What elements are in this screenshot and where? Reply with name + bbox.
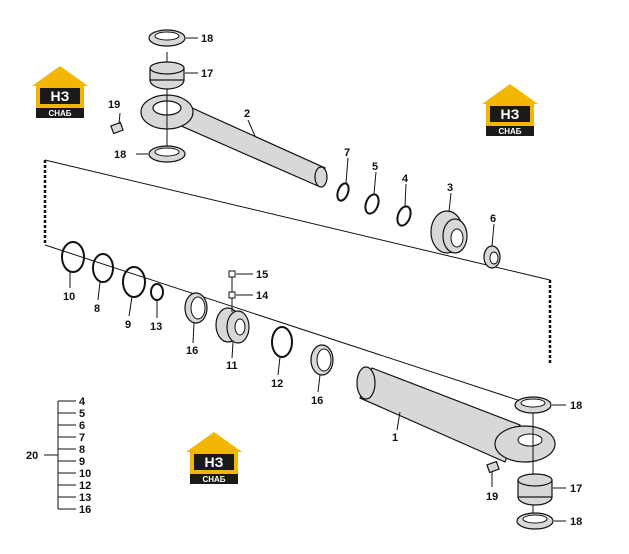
- kit-item: 4: [79, 396, 86, 408]
- seal-bottom-upper: [514, 396, 552, 414]
- callout-18-mid: 18: [114, 149, 126, 161]
- part-16-upper: [184, 292, 208, 324]
- kit-item: 16: [79, 504, 91, 516]
- callout-18-top: 18: [201, 33, 213, 45]
- callout-17-top: 17: [201, 68, 213, 80]
- bushing-bottom: [517, 473, 553, 506]
- callout-11: 11: [226, 360, 238, 372]
- callout-15: 15: [256, 269, 268, 281]
- callout-1: 1: [392, 432, 398, 444]
- svg-text:СНАБ: СНАБ: [202, 475, 225, 484]
- part-13: [150, 283, 164, 301]
- part-16-lower: [310, 344, 334, 376]
- callout-17-bottom: 17: [570, 483, 582, 495]
- assembly-frame: [43, 159, 552, 411]
- callout-6: 6: [490, 213, 496, 225]
- seal-kit-bracket: [44, 400, 76, 510]
- svg-text:СНАБ: СНАБ: [498, 127, 521, 136]
- seal-top: [148, 29, 186, 47]
- callout-16-upper: 16: [186, 345, 198, 357]
- callout-19-top: 19: [108, 99, 120, 111]
- logo-bottom: НЗ СНАБ: [186, 432, 242, 484]
- grease-nipple-bottom: [486, 460, 500, 474]
- callout-18-bottom-lower: 18: [570, 516, 582, 528]
- callout-9: 9: [125, 319, 131, 331]
- kit-item: 9: [79, 456, 85, 468]
- seal-bottom-lower: [516, 512, 554, 530]
- part-4: [396, 205, 412, 227]
- callout-4: 4: [402, 173, 409, 185]
- kit-item: 10: [79, 468, 91, 480]
- callout-13: 13: [150, 321, 162, 333]
- kit-item: 12: [79, 480, 91, 492]
- part-6: [483, 245, 501, 269]
- callout-14: 14: [256, 290, 269, 302]
- svg-text:НЗ: НЗ: [205, 454, 224, 470]
- gland: [430, 210, 468, 254]
- callout-3: 3: [447, 182, 453, 194]
- grease-nipple-top: [110, 121, 124, 135]
- seal-under-eye: [148, 145, 186, 163]
- part-7: [336, 182, 350, 202]
- logo-top-right: НЗ СНАБ: [482, 84, 538, 136]
- callout-7: 7: [344, 147, 350, 159]
- part-10: [61, 241, 85, 273]
- kit-item: 6: [79, 420, 85, 432]
- svg-text:НЗ: НЗ: [501, 106, 520, 122]
- piston: [215, 270, 250, 344]
- part-5: [364, 193, 380, 215]
- svg-text:НЗ: НЗ: [51, 88, 70, 104]
- callout-16-lower: 16: [311, 395, 323, 407]
- kit-item: 5: [79, 408, 85, 420]
- callout-12: 12: [271, 378, 283, 390]
- cylinder-barrel: [356, 366, 556, 463]
- kit-item: 7: [79, 432, 85, 444]
- kit-item: 13: [79, 492, 91, 504]
- part-9: [122, 266, 146, 298]
- leader-lines: [69, 37, 566, 522]
- logo-top-left: НЗ СНАБ: [32, 66, 88, 118]
- callout-19-bottom: 19: [486, 491, 498, 503]
- piston-rod: [140, 94, 328, 188]
- callout-8: 8: [94, 303, 100, 315]
- callout-2: 2: [244, 108, 250, 120]
- callout-18-bottom-upper: 18: [570, 400, 582, 412]
- svg-text:СНАБ: СНАБ: [48, 109, 71, 118]
- kit-label-20: 20: [26, 450, 38, 462]
- part-12: [271, 326, 293, 358]
- part-8: [92, 253, 114, 283]
- kit-item: 8: [79, 444, 85, 456]
- callout-10: 10: [63, 291, 75, 303]
- bushing-top: [149, 61, 185, 90]
- callout-5: 5: [372, 161, 378, 173]
